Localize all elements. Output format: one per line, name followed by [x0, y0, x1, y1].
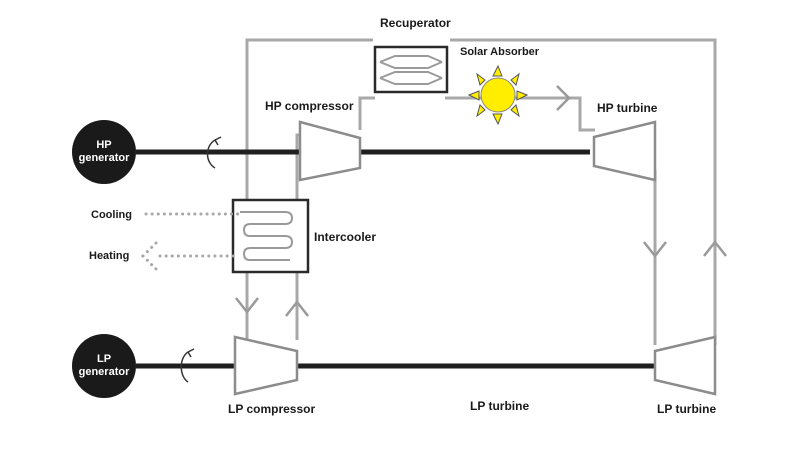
flow-arrow-return-up: [703, 239, 727, 257]
pipe-left-riser: [245, 38, 373, 340]
flow-arrow-turbine-down: [643, 241, 667, 259]
intercooler-coil: [240, 211, 294, 261]
pipe-network: [245, 38, 717, 345]
cooling-label: Cooling: [91, 209, 132, 221]
hp-generator-label-line1: HP: [96, 139, 111, 151]
hp-compressor-label: HP compressor: [265, 99, 354, 113]
lp-turbine-label-center: LP turbine: [470, 399, 529, 413]
hp-generator-label-line2: generator: [79, 152, 130, 164]
lp-rotation-icon: [180, 348, 195, 383]
hp-compressor: [298, 120, 362, 182]
pipe-hpc-to-recuperator: [358, 96, 375, 130]
heating-arrowhead: [140, 241, 158, 271]
lp-turbine-label-right: LP turbine: [657, 402, 716, 416]
lp-generator: [72, 334, 136, 398]
hp-rotation-icon: [206, 136, 222, 169]
heating-label: Heating: [89, 250, 129, 262]
lp-compressor-label: LP compressor: [228, 402, 315, 416]
recuperator-label: Recuperator: [380, 16, 451, 30]
lp-compressor: [233, 335, 299, 396]
hp-turbine-label: HP turbine: [597, 101, 658, 115]
hp-turbine: [592, 120, 657, 182]
lp-generator-label-line2: generator: [79, 366, 130, 378]
lp-turbine: [653, 335, 717, 396]
flow-arrow-compressor-up: [285, 299, 309, 317]
lp-generator-label-line1: LP: [97, 353, 111, 365]
sun-icon: [467, 64, 529, 126]
recuperator: [373, 45, 449, 94]
pipe-recuperator-to-hpt: [445, 96, 595, 132]
hp-generator: [72, 120, 136, 184]
flow-arrow-solar: [556, 85, 571, 111]
solar-absorber-label: Solar Absorber: [460, 46, 540, 58]
intercooler-label: Intercooler: [314, 230, 376, 244]
flow-arrow-left-down: [235, 297, 259, 315]
